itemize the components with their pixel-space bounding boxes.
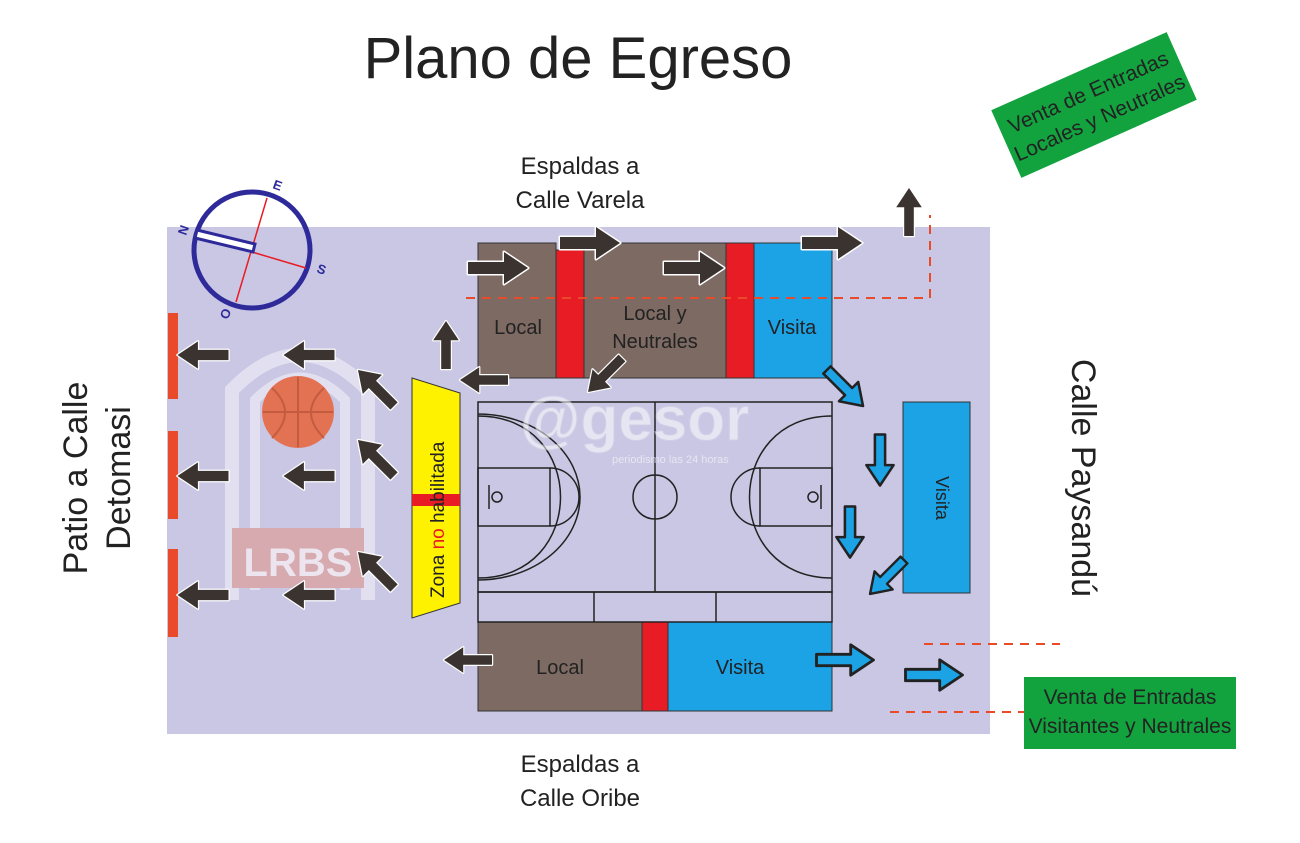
street-left-line-2: Detomasi xyxy=(100,406,138,550)
restricted-zone-label: Zona no habilitada xyxy=(428,441,449,598)
restricted-zone-divider xyxy=(412,494,460,506)
stand-top-visita-label: Visita xyxy=(768,317,817,339)
restricted-zone-highlight: no xyxy=(428,528,449,549)
street-bottom-line-1: Espaldas a xyxy=(521,751,640,778)
ticket-box-visitantes-line-2: Visitantes y Neutrales xyxy=(1029,715,1232,738)
page-title: Plano de Egreso xyxy=(364,26,793,91)
dashed-boundaries xyxy=(466,215,1060,713)
watermark: @gesor periodismo las 24 horas xyxy=(520,385,750,467)
stand-top-local-label: Local xyxy=(494,317,542,339)
watermark-text: @gesor xyxy=(520,385,749,454)
stand-right-visita xyxy=(902,401,971,594)
stand-top-local-neutral-label-1: Local y xyxy=(623,303,686,325)
watermark-subtext: periodismo las 24 horas xyxy=(612,454,729,466)
ticket-box-visitantes: Venta de Entradas Visitantes y Neutrales xyxy=(1024,677,1236,749)
street-top-line-1: Espaldas a xyxy=(521,153,640,180)
stand-top-visita xyxy=(753,242,833,379)
stand-top-divider-1 xyxy=(555,249,585,379)
exit-bar-1 xyxy=(168,313,178,399)
stand-bottom-local xyxy=(477,621,643,712)
stand-bottom-divider xyxy=(641,621,669,712)
compass-west-label: O xyxy=(217,306,235,321)
stand-bottom-local-label: Local xyxy=(536,657,584,679)
exit-bar-2 xyxy=(168,431,178,519)
stand-right-visita-label: Visita xyxy=(932,476,952,521)
compass-icon: N E S O xyxy=(175,177,329,321)
restricted-zone-suffix: habilitada xyxy=(428,441,449,528)
stand-top-divider-2 xyxy=(725,242,755,379)
ticket-box-visitantes-line-1: Venta de Entradas xyxy=(1044,686,1217,709)
basketball-court xyxy=(477,401,833,623)
street-top-line-2: Calle Varela xyxy=(516,187,646,214)
stand-bottom-visita-label: Visita xyxy=(716,657,765,679)
exit-bar-3 xyxy=(168,549,178,637)
ticket-box-locales: Venta de Entradas Locales y Neutrales xyxy=(991,32,1197,178)
logo-text: LRBS xyxy=(244,541,353,585)
street-left-line-1: Patio a Calle xyxy=(57,382,95,575)
compass-east-label: E xyxy=(271,177,285,194)
restricted-zone-prefix: Zona xyxy=(428,549,449,598)
street-bottom-line-2: Calle Oribe xyxy=(520,785,640,812)
street-right: Calle Paysandú xyxy=(1064,359,1102,597)
stand-top-local-neutral-label-2: Neutrales xyxy=(612,331,698,353)
